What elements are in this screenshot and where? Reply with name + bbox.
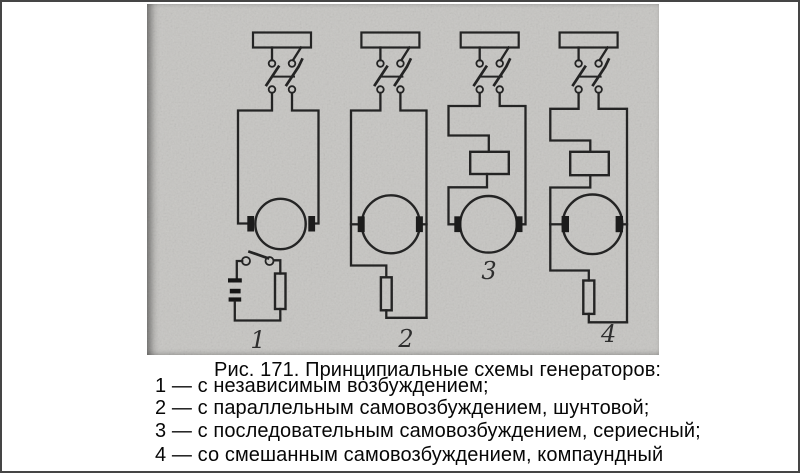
battery-plate [228, 278, 242, 283]
generator-armature [254, 197, 307, 251]
caption-item-3: 3 — с последовательным самовозбуждением,… [155, 420, 701, 442]
battery-plate [228, 297, 242, 302]
scheme-label: 1 [250, 326, 265, 354]
caption-item-2: 2 — с параллельным самовозбуждением, шун… [155, 397, 650, 419]
brush [357, 216, 365, 233]
brush [561, 216, 569, 233]
brush [415, 216, 423, 233]
scheme-1-independent-excitation: 1 [228, 31, 320, 354]
brush [515, 216, 523, 233]
generator-schematics-figure: 1 2 [147, 4, 659, 355]
excitation-circuit-battery-rheostat [228, 250, 287, 322]
caption-item-1: 1 — с независимым возбуждением; [155, 375, 489, 397]
field-switch-blade [247, 250, 270, 260]
scheme-label: 4 [600, 320, 616, 348]
brush [247, 216, 255, 232]
battery-plate [229, 288, 241, 294]
scheme-label: 3 [481, 257, 496, 285]
scheme-2-shunt-self-excitation: 2 [349, 31, 428, 353]
series-field-winding [469, 150, 511, 176]
figure-caption-title: Рис. 171. Принципиальные схемы генератор… [214, 359, 662, 381]
brush [308, 216, 316, 232]
scanned-figure: 1 2 [147, 4, 659, 355]
scheme-4-compound-self-excitation: 4 [549, 31, 629, 348]
brush [454, 216, 462, 233]
brush [615, 216, 623, 233]
caption-item-4: 4 — со смешанным самовозбуждением, компа… [155, 444, 664, 466]
scheme-label: 2 [397, 325, 413, 353]
scheme-3-series-self-excitation: 3 [447, 31, 527, 285]
